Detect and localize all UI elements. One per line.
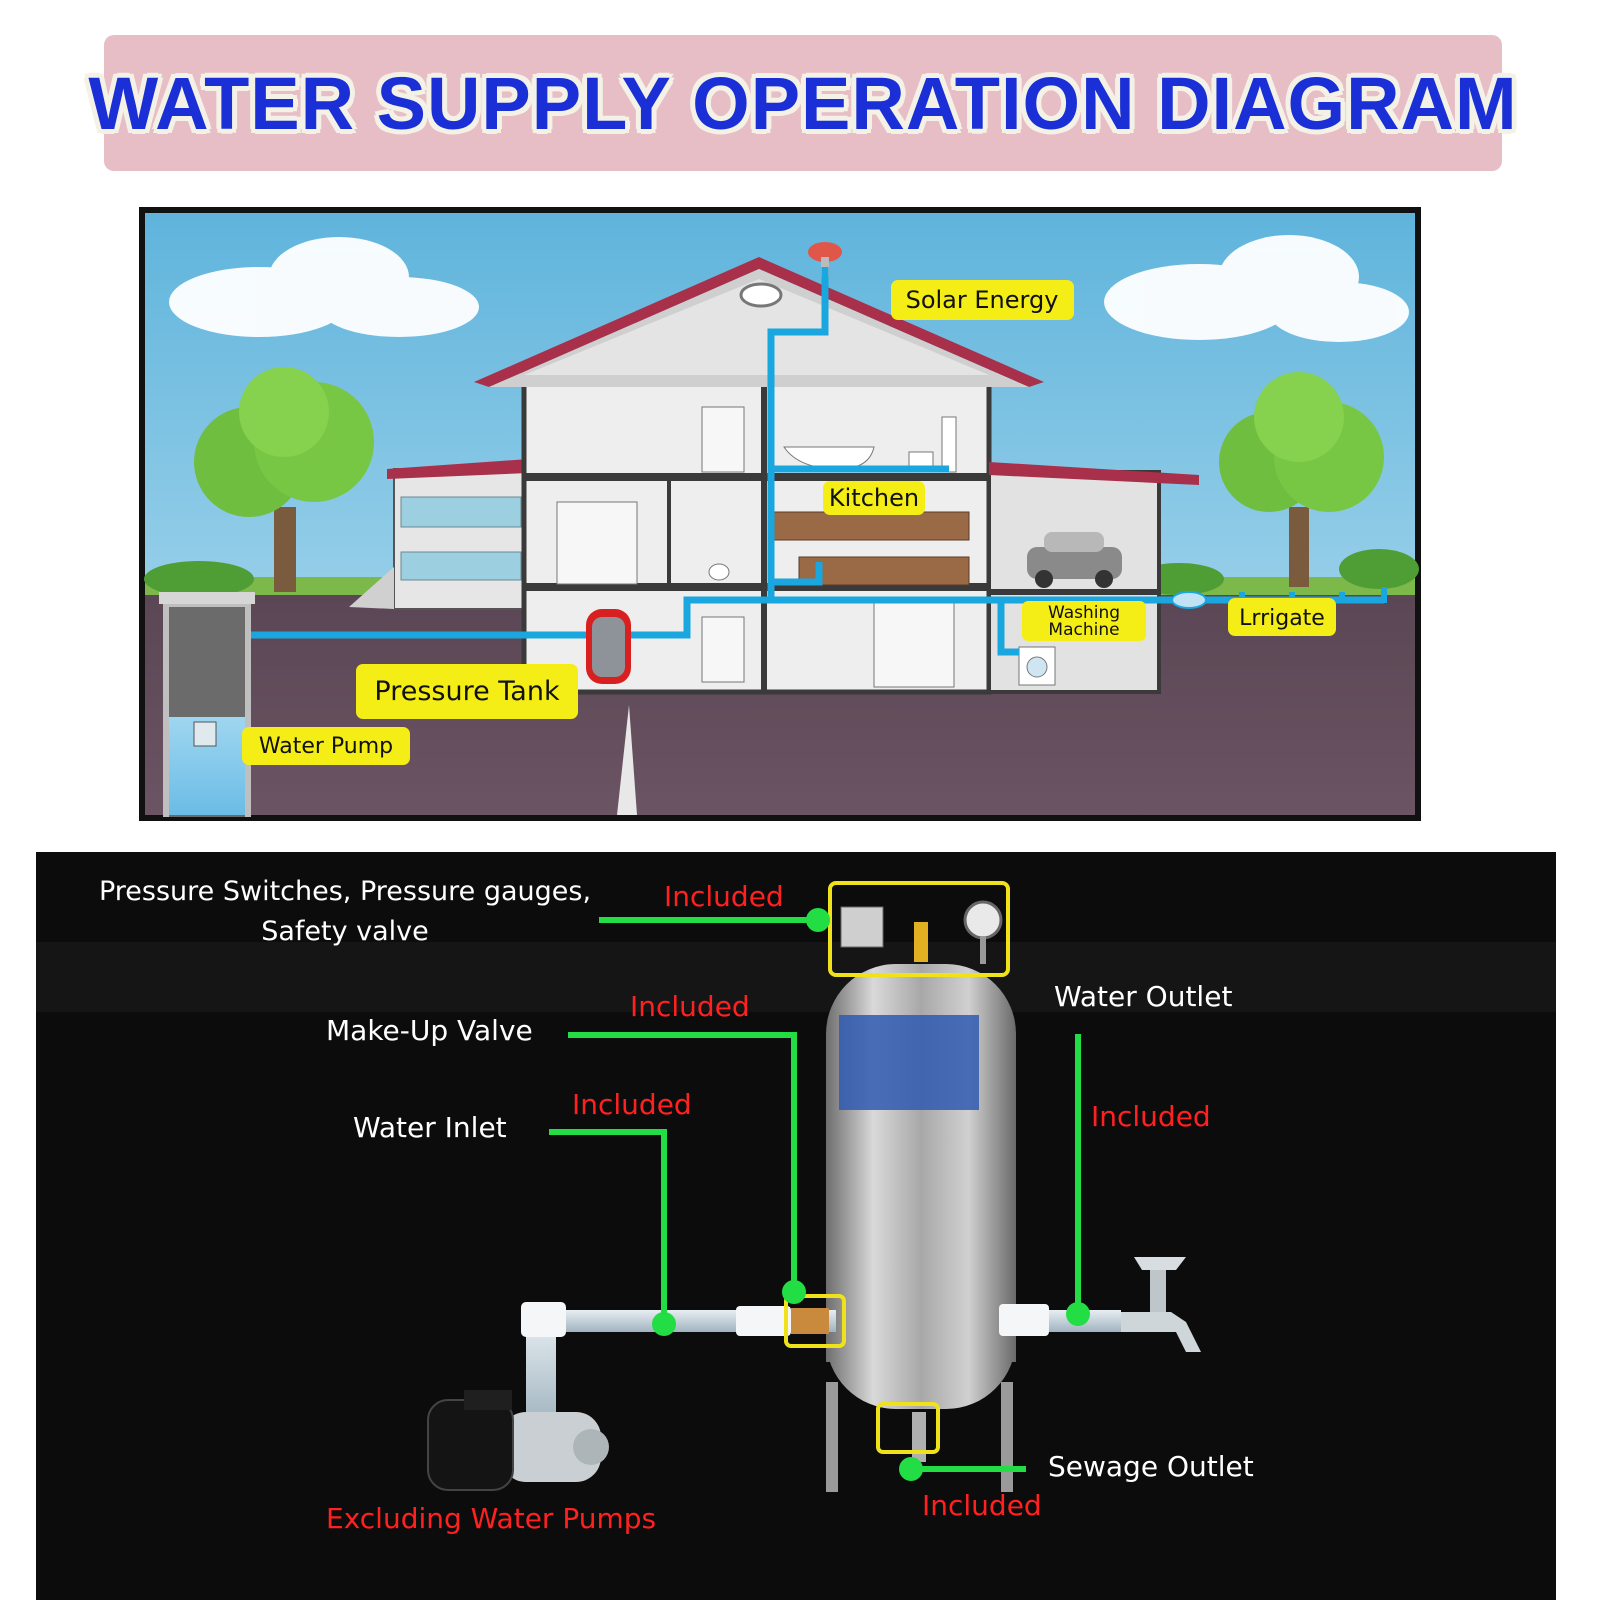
label-water-pump	[242, 727, 410, 765]
garage	[987, 462, 1199, 694]
page-title: WATER SUPPLY OPERATION DIAGRAM	[88, 61, 1518, 145]
label-water-pump-text: Water Pump	[259, 734, 393, 759]
house-illustration: Solar Energy Kitchen Washing Machine Lrr…	[139, 207, 1421, 821]
house-labels: Solar Energy Kitchen Washing Machine Lrr…	[242, 280, 1336, 765]
pressure-tank	[826, 964, 1016, 1492]
sewage-outlet-label: Sewage Outlet	[1048, 1450, 1254, 1483]
label-kitchen	[823, 481, 925, 515]
title-banner: WATER SUPPLY OPERATION DIAGRAM	[88, 35, 1517, 171]
makeup-valve-label: Make-Up Valve	[326, 1014, 533, 1047]
tank-top-fittings	[840, 900, 1003, 964]
pressure-tank-icon	[586, 609, 631, 684]
leader-lines	[549, 917, 1081, 1472]
tank-panel: Pressure Switches, Pressure gauges, Safe…	[36, 852, 1556, 1600]
sewage-outlet-status: Included	[922, 1489, 1042, 1522]
water-pump-image	[427, 1390, 609, 1491]
pump-excluded-note: Excluding Water Pumps	[326, 1502, 656, 1535]
switches-label-line2: Safety valve	[261, 916, 429, 947]
ground-crack	[617, 705, 637, 815]
tank-sticker	[839, 1015, 979, 1110]
outlet-pipe	[999, 1257, 1201, 1352]
switches-status: Included	[664, 880, 784, 913]
label-washing-machine	[1022, 601, 1146, 641]
label-washing-line1: Washing	[1048, 603, 1120, 623]
water-inlet-status: Included	[572, 1088, 692, 1121]
inlet-pipe	[521, 1302, 836, 1427]
water-outlet-status: Included	[1091, 1100, 1211, 1133]
highlight-boxes	[784, 881, 1010, 1454]
label-solar-energy-text: Solar Energy	[906, 286, 1059, 314]
label-pressure-tank	[356, 664, 578, 719]
label-kitchen-text: Kitchen	[829, 484, 919, 512]
tree-left	[194, 367, 374, 592]
label-irrigate-text: Lrrigate	[1239, 606, 1325, 631]
clouds	[169, 235, 1409, 342]
label-pressure-tank-text: Pressure Tank	[374, 676, 560, 707]
label-solar-energy	[891, 280, 1074, 320]
left-annex	[349, 459, 529, 610]
well	[159, 592, 255, 817]
water-inlet-label: Water Inlet	[353, 1111, 507, 1144]
switches-label-line1: Pressure Switches, Pressure gauges,	[99, 876, 591, 907]
label-irrigate	[1228, 598, 1336, 636]
roof	[474, 257, 1044, 387]
tree-right	[1219, 372, 1384, 587]
makeup-valve-status: Included	[630, 990, 750, 1023]
leader-dots	[652, 908, 1090, 1481]
label-washing-line2: Machine	[1048, 620, 1119, 640]
water-outlet-label: Water Outlet	[1054, 980, 1232, 1013]
sprinklers	[1171, 587, 1387, 609]
tank-labels: Pressure Switches, Pressure gauges, Safe…	[99, 876, 1254, 1535]
